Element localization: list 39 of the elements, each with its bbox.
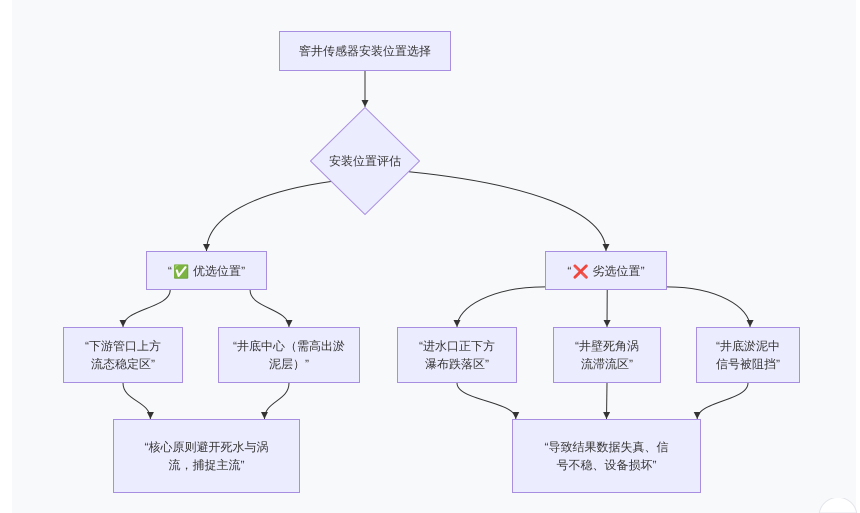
process-box: [397, 327, 517, 383]
arrow: [250, 290, 292, 328]
node-label: 窨井传感器安装位置选择: [299, 44, 431, 58]
arrow: [262, 382, 290, 420]
decision-diamond: [310, 107, 420, 215]
node-label: “导致结果数据失真、信号不稳、设备损坏”: [544, 440, 668, 472]
process-box: [696, 327, 800, 383]
process-box: [218, 327, 360, 383]
arrow: [695, 382, 748, 420]
node-label: 安装位置评估: [329, 154, 401, 168]
node-label: “下游管口上方流态稳定区”: [85, 339, 161, 371]
node-label: “: [168, 264, 172, 278]
process-box: [146, 251, 267, 290]
process-box: [113, 419, 300, 493]
arrow: [408, 171, 608, 252]
process-box: [553, 327, 661, 383]
node-label: “核心原则避开死水与涡流，捕捉主流”: [144, 440, 268, 472]
arrow: [122, 382, 153, 420]
process-box: [63, 327, 183, 383]
node-label: “进水口正下方瀑布跌落区”: [419, 339, 495, 371]
arrow: [454, 286, 546, 328]
arrow: [604, 290, 611, 328]
arrow: [362, 70, 368, 108]
process-box: [279, 31, 451, 71]
arrow: [204, 181, 332, 252]
node-label: “井底中心（需高出淤泥层）”: [233, 339, 345, 371]
arrow: [121, 290, 171, 328]
node-label: “井底淤泥中信号被阻挡”: [716, 339, 780, 371]
process-box: [512, 419, 701, 493]
node-label: 优选位置”: [192, 264, 246, 278]
process-box: [545, 251, 667, 290]
node-label: 劣选位置”: [592, 264, 645, 278]
arrow: [456, 382, 518, 420]
checkmark-icon: ✅: [172, 264, 189, 278]
arrow: [603, 382, 610, 420]
node-label: “: [567, 264, 572, 278]
cross-mark-icon: ❌: [572, 264, 588, 278]
node-label: “井壁死角涡流滞流区”: [575, 339, 639, 371]
arrow: [666, 286, 753, 328]
